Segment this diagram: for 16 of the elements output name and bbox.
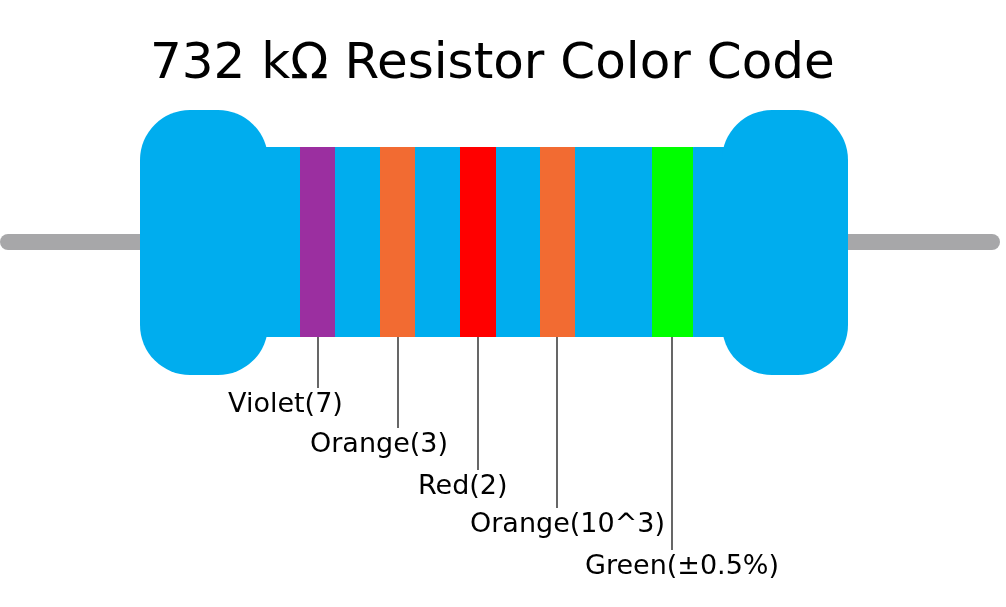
leader-line: [397, 336, 399, 429]
band-label: Red(2): [418, 470, 508, 500]
band-label: Orange(3): [310, 428, 448, 458]
leader-line: [317, 336, 319, 389]
band-label: Orange(10^3): [470, 508, 665, 538]
color-band: [540, 147, 575, 337]
leader-line: [556, 336, 558, 509]
color-band: [460, 147, 496, 337]
color-band: [380, 147, 415, 337]
band-label: Violet(7): [228, 388, 343, 418]
band-label: Green(±0.5%): [585, 550, 780, 580]
leader-line: [671, 336, 673, 551]
color-band: [300, 147, 335, 337]
leader-line: [477, 336, 479, 471]
title: 732 kΩ Resistor Color Code: [150, 31, 835, 92]
color-band: [652, 147, 693, 337]
